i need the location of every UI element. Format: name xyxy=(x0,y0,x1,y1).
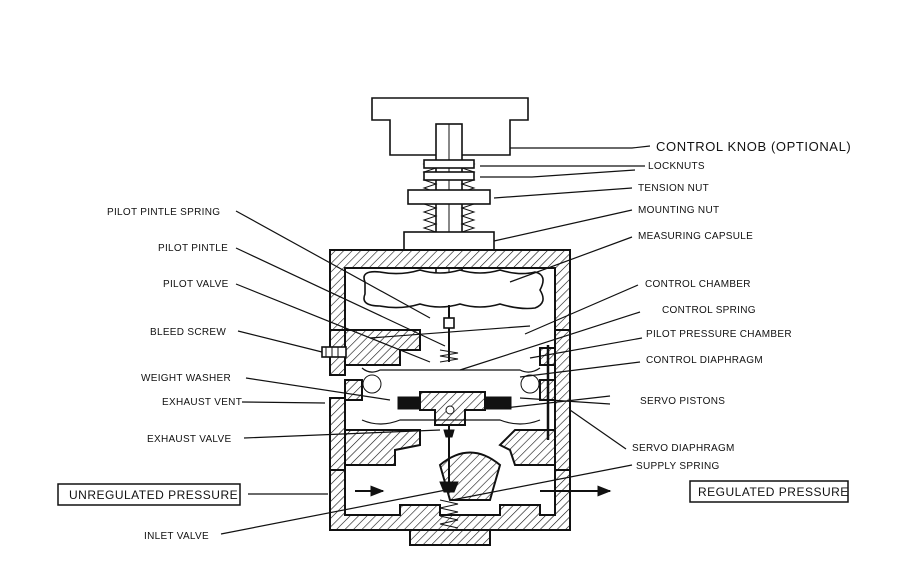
label-measuring-capsule: MEASURING CAPSULE xyxy=(638,231,753,242)
mounting-nut xyxy=(403,231,495,251)
leader-lines-right xyxy=(451,145,651,501)
label-control-chamber: CONTROL CHAMBER xyxy=(645,279,751,290)
label-pilot-pressure-chamber: PILOT PRESSURE CHAMBER xyxy=(646,329,792,340)
locknuts xyxy=(423,159,475,181)
label-tension-nut: TENSION NUT xyxy=(638,183,709,194)
label-servo-pistons: SERVO PISTONS xyxy=(640,396,725,407)
label-inlet-valve: INLET VALVE xyxy=(144,531,209,542)
regulator-body xyxy=(329,249,571,546)
leader-lines-left xyxy=(220,210,447,535)
servo-diaphragm xyxy=(361,419,541,425)
label-exhaust-vent: EXHAUST VENT xyxy=(162,397,242,408)
label-regulated-pressure: REGULATED PRESSURE xyxy=(698,485,849,499)
regulated-pressure-box: REGULATED PRESSURE xyxy=(689,480,849,503)
unregulated-pressure-box: UNREGULATED PRESSURE xyxy=(57,483,241,506)
bleed-screw xyxy=(321,346,347,358)
label-control-knob: CONTROL KNOB (OPTIONAL) xyxy=(656,139,851,154)
label-locknuts: LOCKNUTS xyxy=(648,161,705,172)
label-control-spring: CONTROL SPRING xyxy=(662,305,756,316)
label-control-diaphragm: CONTROL DIAPHRAGM xyxy=(646,355,763,366)
label-pilot-pintle-spring: PILOT PINTLE SPRING xyxy=(107,207,220,218)
label-supply-spring: SUPPLY SPRING xyxy=(636,461,720,472)
tension-nut xyxy=(407,189,491,205)
label-pilot-valve: PILOT VALVE xyxy=(163,279,229,290)
label-exhaust-valve: EXHAUST VALVE xyxy=(147,434,232,445)
control-diaphragm xyxy=(361,367,541,394)
pilot-valve-assembly xyxy=(369,305,531,363)
label-weight-washer: WEIGHT WASHER xyxy=(141,373,231,384)
label-unregulated-pressure: UNREGULATED PRESSURE xyxy=(69,488,238,502)
label-bleed-screw: BLEED SCREW xyxy=(150,327,226,338)
exhaust-inlet-valve-stem xyxy=(439,425,459,493)
label-pilot-pintle: PILOT PINTLE xyxy=(158,243,228,254)
label-mounting-nut: MOUNTING NUT xyxy=(638,205,719,216)
measuring-capsule xyxy=(363,269,544,310)
label-servo-diaphragm: SERVO DIAPHRAGM xyxy=(632,443,735,454)
servo-pistons xyxy=(397,391,512,426)
supply-spring xyxy=(439,499,459,529)
